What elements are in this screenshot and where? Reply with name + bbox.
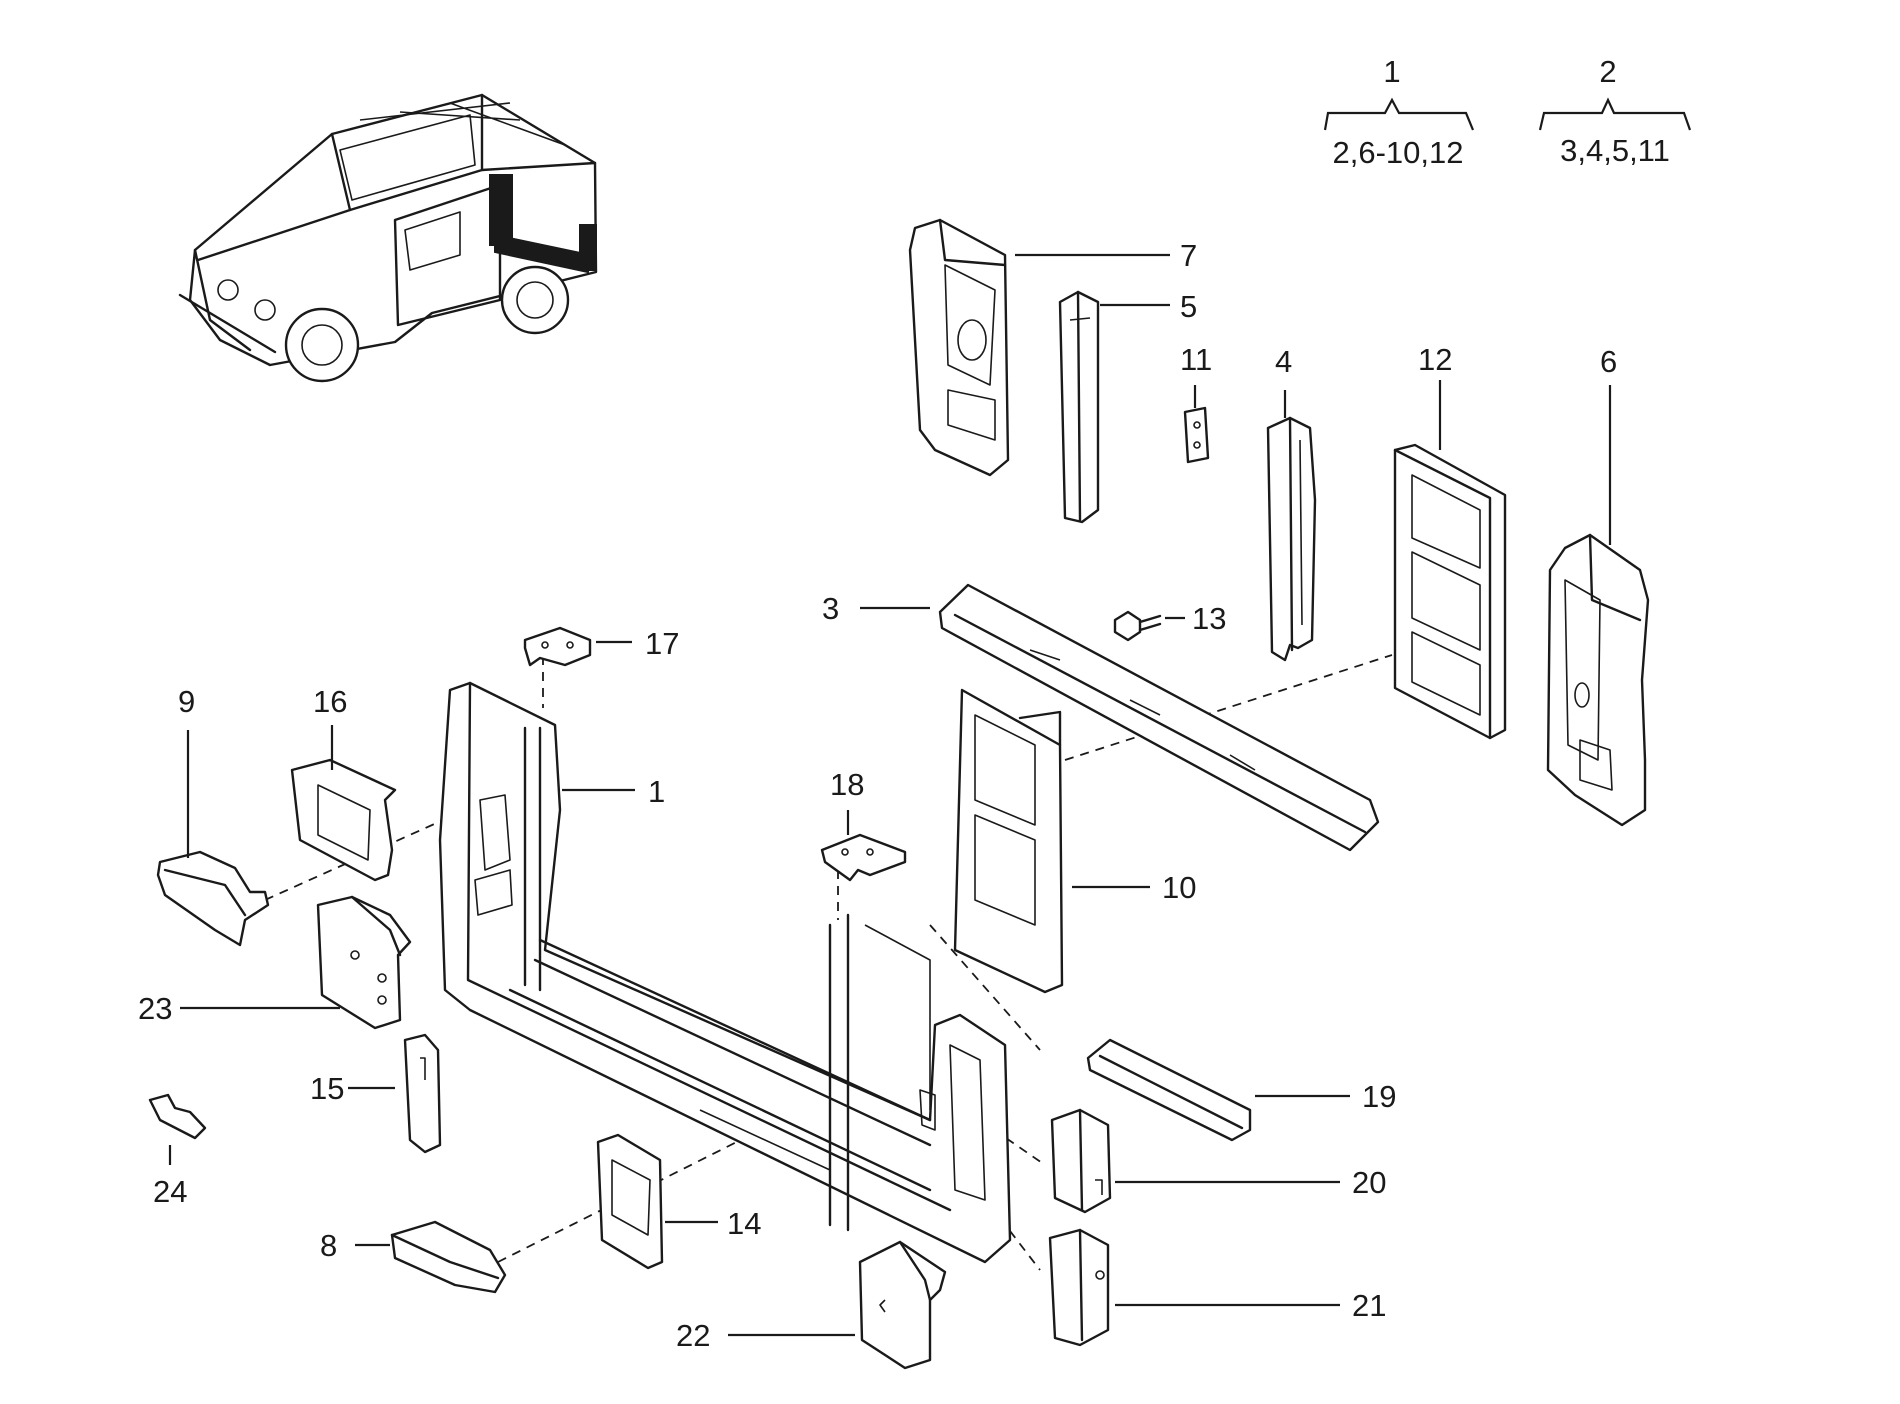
part-12-frame-panel — [1393, 443, 1507, 740]
part-3-sill-rail — [938, 583, 1380, 852]
part-17-top-bracket — [523, 626, 592, 667]
callout-24: 24 — [153, 1174, 187, 1209]
part-10-door-panel — [953, 688, 1064, 994]
part-16-framed-bracket — [290, 758, 397, 882]
callout-14: 14 — [727, 1206, 761, 1241]
part-21-lower-upright — [1048, 1228, 1110, 1347]
callout-3: 3 — [822, 591, 839, 626]
group-brace-1 — [1323, 97, 1475, 131]
callout-numbers: 1 3 4 5 6 7 8 9 10 11 12 13 14 15 16 17 … — [138, 238, 1617, 1353]
callout-10: 10 — [1162, 870, 1196, 905]
callout-18: 18 — [830, 767, 864, 802]
part-18-bracket — [820, 833, 907, 882]
group-key-1: 1 2,6-10,12 — [1323, 54, 1475, 170]
part-11-plate — [1183, 406, 1210, 464]
part-5-upright — [1058, 290, 1100, 524]
group-key-2: 2 3,4,5,11 — [1538, 54, 1692, 168]
callout-8: 8 — [320, 1228, 337, 1263]
callout-15: 15 — [310, 1071, 344, 1106]
group-brace-2 — [1538, 97, 1692, 131]
callout-11: 11 — [1180, 342, 1212, 377]
part-8-bracket — [390, 1220, 507, 1294]
group-members-1: 2,6-10,12 — [1333, 135, 1464, 170]
callout-5: 5 — [1180, 289, 1197, 324]
part-6-side-panel — [1546, 533, 1650, 827]
callout-16: 16 — [313, 684, 347, 719]
part-9-curved-bracket — [156, 850, 270, 947]
part-7-upper-panel — [908, 218, 1010, 477]
part-15-strip — [403, 1033, 442, 1154]
callout-22: 22 — [676, 1318, 710, 1353]
callout-9: 9 — [178, 684, 195, 719]
callout-12: 12 — [1418, 342, 1452, 377]
group-members-2: 3,4,5,11 — [1560, 133, 1670, 168]
callout-1: 1 — [648, 774, 665, 809]
leader-lines — [168, 253, 1612, 1337]
callout-21: 21 — [1352, 1288, 1386, 1323]
part-14-framed-plate — [596, 1133, 664, 1270]
callout-17: 17 — [645, 626, 679, 661]
vehicle-icon — [178, 93, 598, 383]
callout-19: 19 — [1362, 1079, 1396, 1114]
callout-4: 4 — [1275, 344, 1292, 379]
group-number-1: 1 — [1383, 54, 1400, 89]
callout-13: 13 — [1192, 601, 1226, 636]
callout-6: 6 — [1600, 344, 1617, 379]
part-24-clip — [148, 1093, 207, 1140]
callout-20: 20 — [1352, 1165, 1386, 1200]
part-1-side-frame — [438, 681, 1012, 1264]
part-23-plate — [316, 895, 412, 1030]
callout-23: 23 — [138, 991, 172, 1026]
part-22-plate — [858, 1240, 947, 1370]
part-20-upright — [1050, 1108, 1112, 1214]
part-13-screw — [1113, 610, 1162, 642]
callout-7: 7 — [1180, 238, 1197, 273]
part-19-short-rail — [1086, 1038, 1252, 1142]
part-4-pillar — [1266, 416, 1317, 662]
group-number-2: 2 — [1599, 54, 1616, 89]
